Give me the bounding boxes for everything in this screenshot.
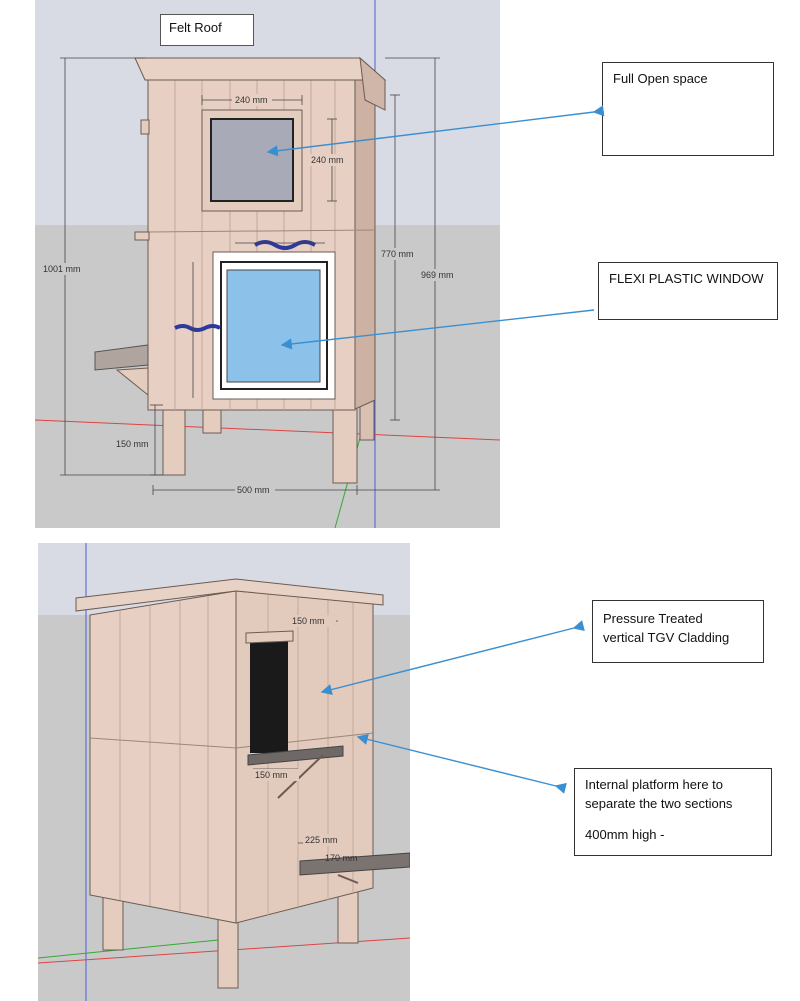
perch-bracket (115, 367, 149, 397)
front-view-svg: 240 mm 240 mm 1001 mm 770 mm 969 mm 150 … (35, 0, 500, 528)
dim-opening-width: 240 mm (235, 95, 268, 105)
perch-shelf (94, 344, 149, 371)
side-block-upper (140, 119, 150, 135)
left-face (89, 590, 237, 924)
side-panel (352, 69, 376, 411)
marker-scribble-top (253, 240, 317, 250)
front-view-drawing: 240 mm 240 mm 1001 mm 770 mm 969 mm 150 … (35, 0, 500, 528)
front-right-leg (332, 404, 358, 484)
dim-perch-width: 170 mm (325, 853, 358, 863)
middle-shelf (247, 745, 344, 766)
green-axis-line-2 (38, 937, 239, 959)
dim-shelf-mid: 150 mm (255, 770, 288, 780)
section-line-left (89, 737, 237, 749)
roof (134, 57, 387, 81)
felt-roof-text: Felt Roof (169, 20, 222, 35)
dim-opening-height: 240 mm (311, 155, 344, 165)
dark-opening (250, 641, 288, 753)
cladding-text-2: vertical TGV Cladding (603, 630, 730, 645)
cladding-callout: Pressure Treated vertical TGV Cladding (592, 600, 764, 663)
dim-leg-height: 150 mm (116, 439, 149, 449)
front-left-leg (162, 404, 186, 476)
platform-text-1: Internal platform here to (585, 777, 724, 792)
dim-total-height: 1001 mm (43, 264, 81, 274)
cladding-text-1: Pressure Treated (603, 611, 703, 626)
felt-roof-label: Felt Roof (160, 14, 254, 46)
flexi-window-text: FLEXI PLASTIC WINDOW (609, 271, 764, 286)
side-view-svg: 150 mm 150 mm 225 mm 170 mm (38, 543, 410, 1001)
side-block-middle (134, 231, 150, 241)
middle-shelf-bracket (277, 754, 324, 799)
flexi-window-callout: FLEXI PLASTIC WINDOW (598, 262, 778, 320)
open-space-text: Full Open space (613, 71, 708, 86)
side-view-drawing: 150 mm 150 mm 225 mm 170 mm (38, 543, 410, 1001)
roof-2 (75, 578, 384, 612)
left-cladding-lines (119, 596, 209, 917)
dimension-labels: 240 mm 240 mm 1001 mm 770 mm 969 mm 150 … (41, 94, 459, 496)
section-divider (147, 229, 376, 233)
open-space-callout: Full Open space (602, 62, 774, 156)
dim-shelf-top: 150 mm (292, 616, 325, 626)
upper-opening (210, 118, 294, 202)
platform-text-2: separate the two sections (585, 796, 733, 811)
top-shelf (245, 630, 294, 644)
front-leg-2 (217, 917, 239, 989)
red-axis-line (35, 419, 500, 441)
platform-text-3: 400mm high - (585, 827, 665, 842)
dim-body-height: 770 mm (381, 249, 414, 259)
perch-2 (299, 852, 410, 876)
dim-perch-height: 225 mm (305, 835, 338, 845)
marker-scribble-left (174, 324, 221, 332)
perch-bracket-2 (337, 874, 359, 884)
platform-callout: Internal platform here to separate the t… (574, 768, 772, 856)
dim-width: 500 mm (237, 485, 270, 495)
left-leg-2 (102, 894, 124, 951)
flexi-plastic-window (226, 269, 321, 383)
dimension-labels-2: 150 mm 150 mm 225 mm 170 mm (253, 615, 358, 863)
dim-side-height: 969 mm (421, 270, 454, 280)
